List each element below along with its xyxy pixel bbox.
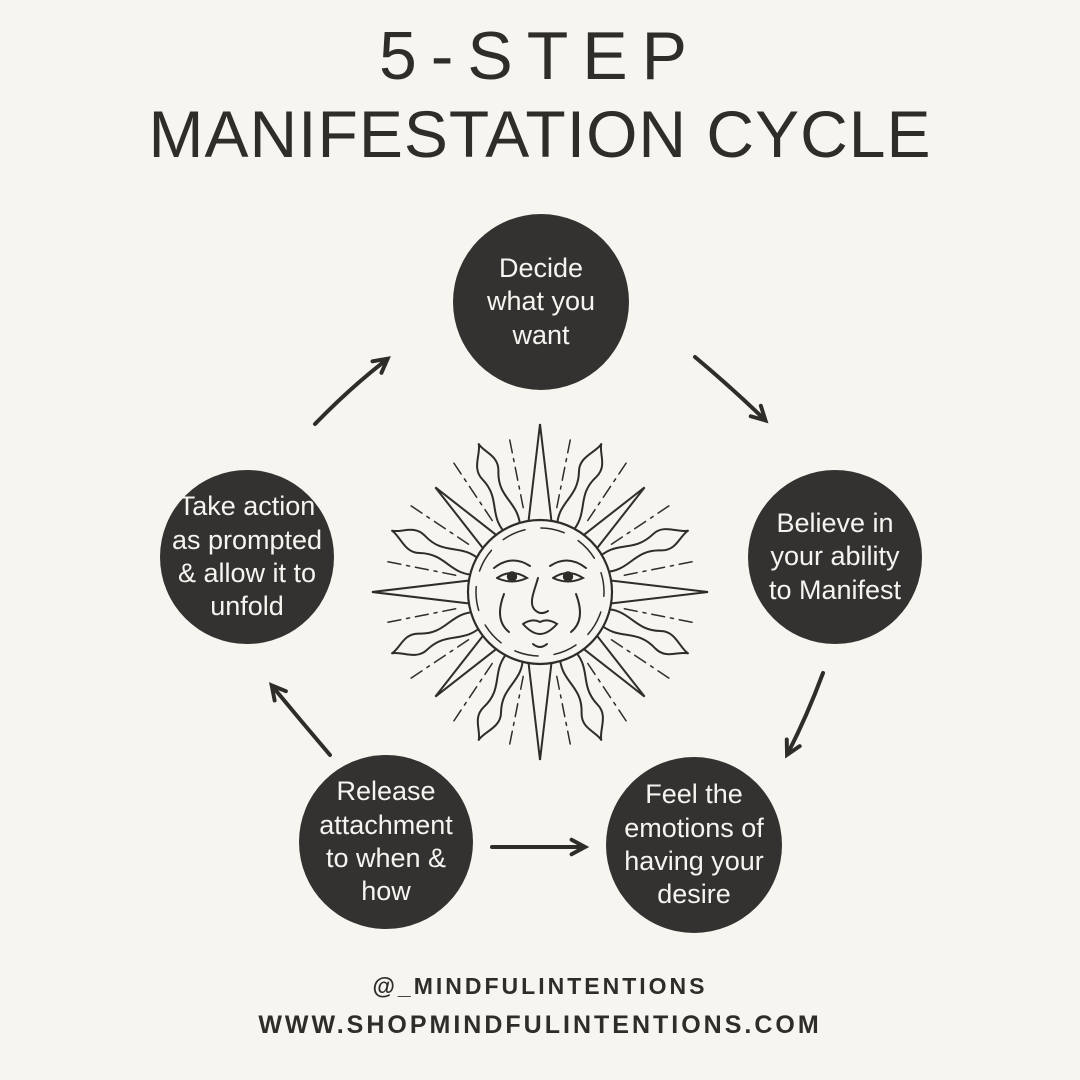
title-line2: MANIFESTATION CYCLE (148, 97, 932, 172)
step-circle-believe: Believe in your ability to Manifest (748, 470, 922, 644)
arrow-believe-to-feel-icon (784, 671, 825, 759)
step-circle-feel: Feel the emotions of having your desire (606, 757, 782, 933)
step-label-feel: Feel the emotions of having your desire (624, 779, 764, 910)
arrow-release-to-take-action-icon (269, 682, 332, 757)
social-handle: @_MINDFULINTENTIONS (372, 973, 708, 999)
sun-face-icon (371, 423, 709, 761)
footer: @_MINDFULINTENTIONS WWW.SHOPMINDFULINTEN… (0, 973, 1080, 1040)
arrow-take-action-to-decide-icon (313, 356, 391, 426)
step-label-take-action: Take action as prompted & allow it to un… (171, 491, 323, 622)
title-line1: 5-STEP (378, 18, 702, 94)
step-circle-take-action: Take action as prompted & allow it to un… (160, 470, 334, 644)
step-label-release: Release attachment to when & how (319, 776, 453, 907)
step-circle-decide: Decide what you want (453, 214, 629, 390)
step-label-decide: Decide what you want (486, 252, 596, 350)
step-circle-release: Release attachment to when & how (299, 755, 473, 929)
step-label-believe: Believe in your ability to Manifest (768, 507, 902, 605)
website-url: WWW.SHOPMINDFULINTENTIONS.COM (258, 1011, 822, 1039)
arrow-decide-to-believe-icon (693, 355, 769, 424)
page-title: 5-STEP MANIFESTATION CYCLE (0, 18, 1080, 172)
